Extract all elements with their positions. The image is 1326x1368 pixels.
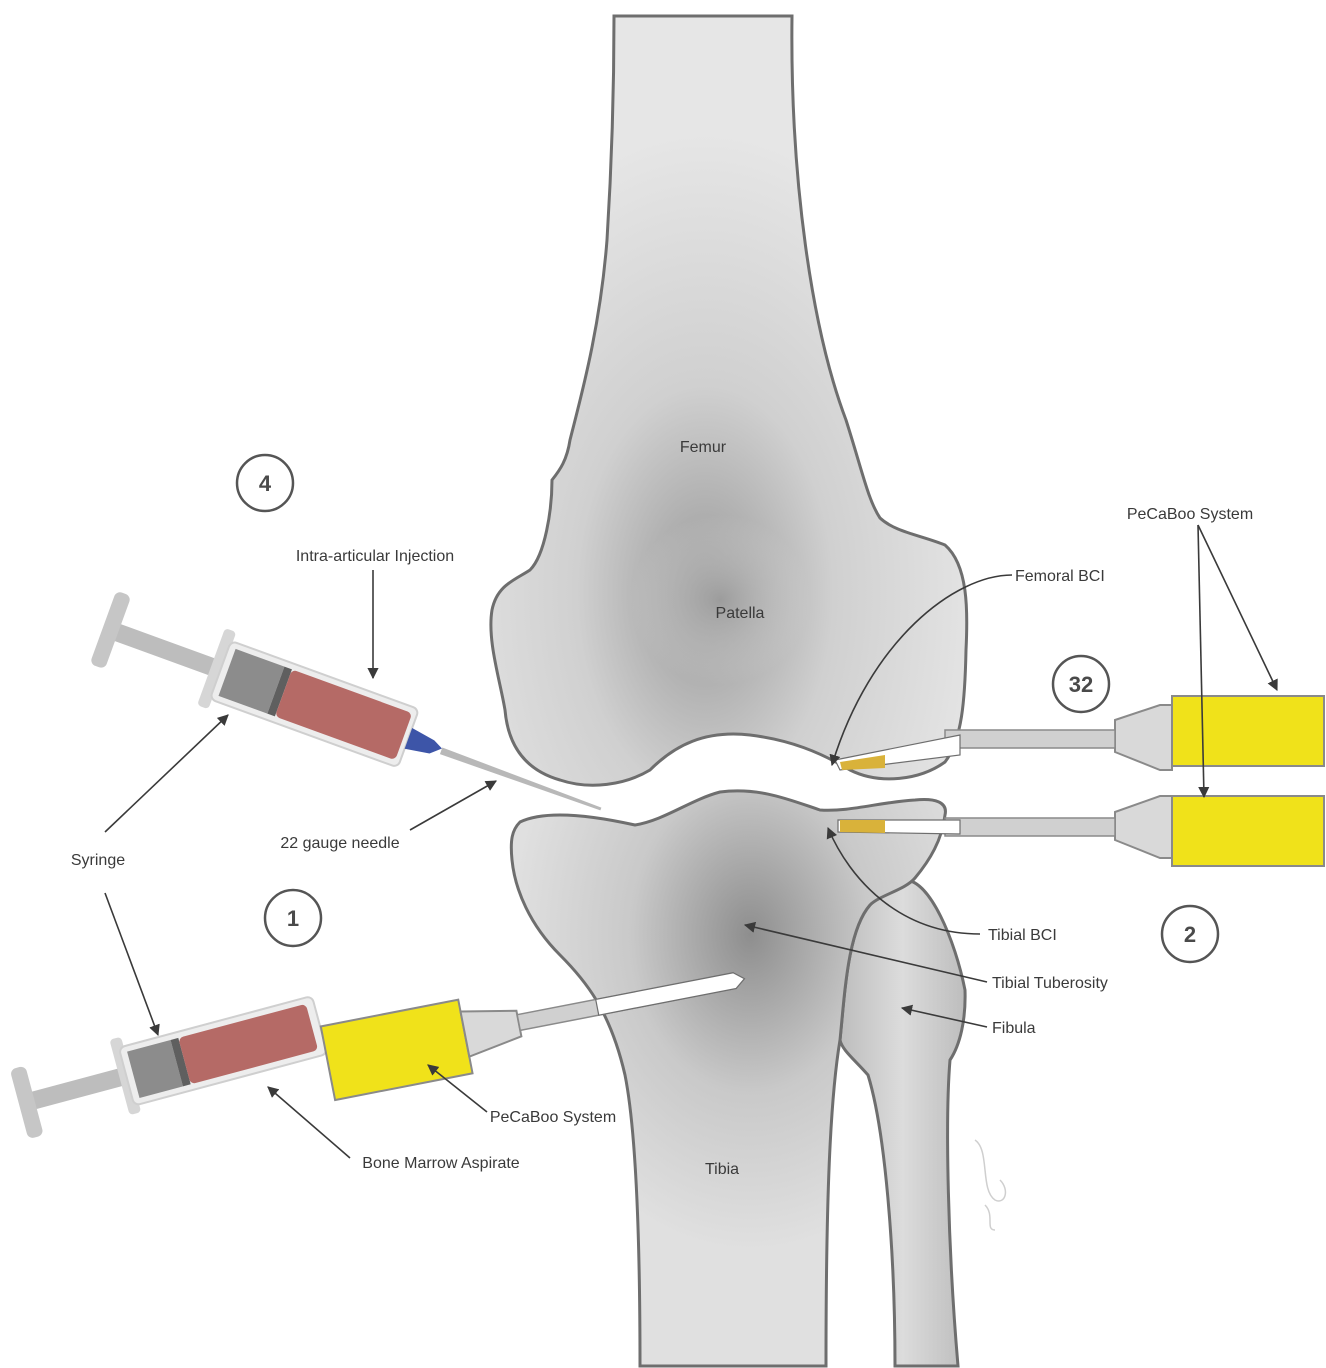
tibial-bci-label: Tibial BCI	[988, 927, 1057, 944]
patella-shading	[630, 515, 810, 685]
syringe-label: Syringe	[71, 852, 125, 869]
femur-label: Femur	[680, 439, 727, 456]
leader-pecaboo-top-a	[1198, 525, 1277, 690]
pecaboo-bottom-label: PeCaBoo System	[490, 1109, 616, 1126]
step-badge-4: 4	[237, 455, 293, 511]
aspirate-label: Bone Marrow Aspirate	[362, 1155, 520, 1172]
fibula-label: Fibula	[992, 1020, 1036, 1037]
femoral-bci-label: Femoral BCI	[1015, 568, 1105, 585]
fibula-bone	[840, 880, 965, 1366]
leader-syringe-top	[105, 715, 228, 832]
step-badge-2: 2	[1162, 906, 1218, 962]
step-badge-32: 32	[1053, 656, 1109, 712]
step-badge-1: 1	[265, 890, 321, 946]
intra-articular-label: Intra-articular Injection	[296, 548, 454, 565]
patella-label: Patella	[716, 605, 765, 622]
leader-syringe-bottom	[105, 893, 158, 1035]
leader-needle	[410, 781, 496, 830]
pecaboo-top-label: PeCaBoo System	[1127, 506, 1253, 523]
svg-text:32: 32	[1069, 672, 1093, 697]
tibial-tuberosity-label: Tibial Tuberosity	[992, 975, 1108, 992]
svg-text:1: 1	[287, 906, 299, 931]
svg-text:4: 4	[259, 471, 272, 496]
needle-label: 22 gauge needle	[280, 835, 399, 852]
tibia-label: Tibia	[705, 1161, 739, 1178]
svg-text:2: 2	[1184, 922, 1196, 947]
artist-signature	[975, 1140, 1005, 1230]
